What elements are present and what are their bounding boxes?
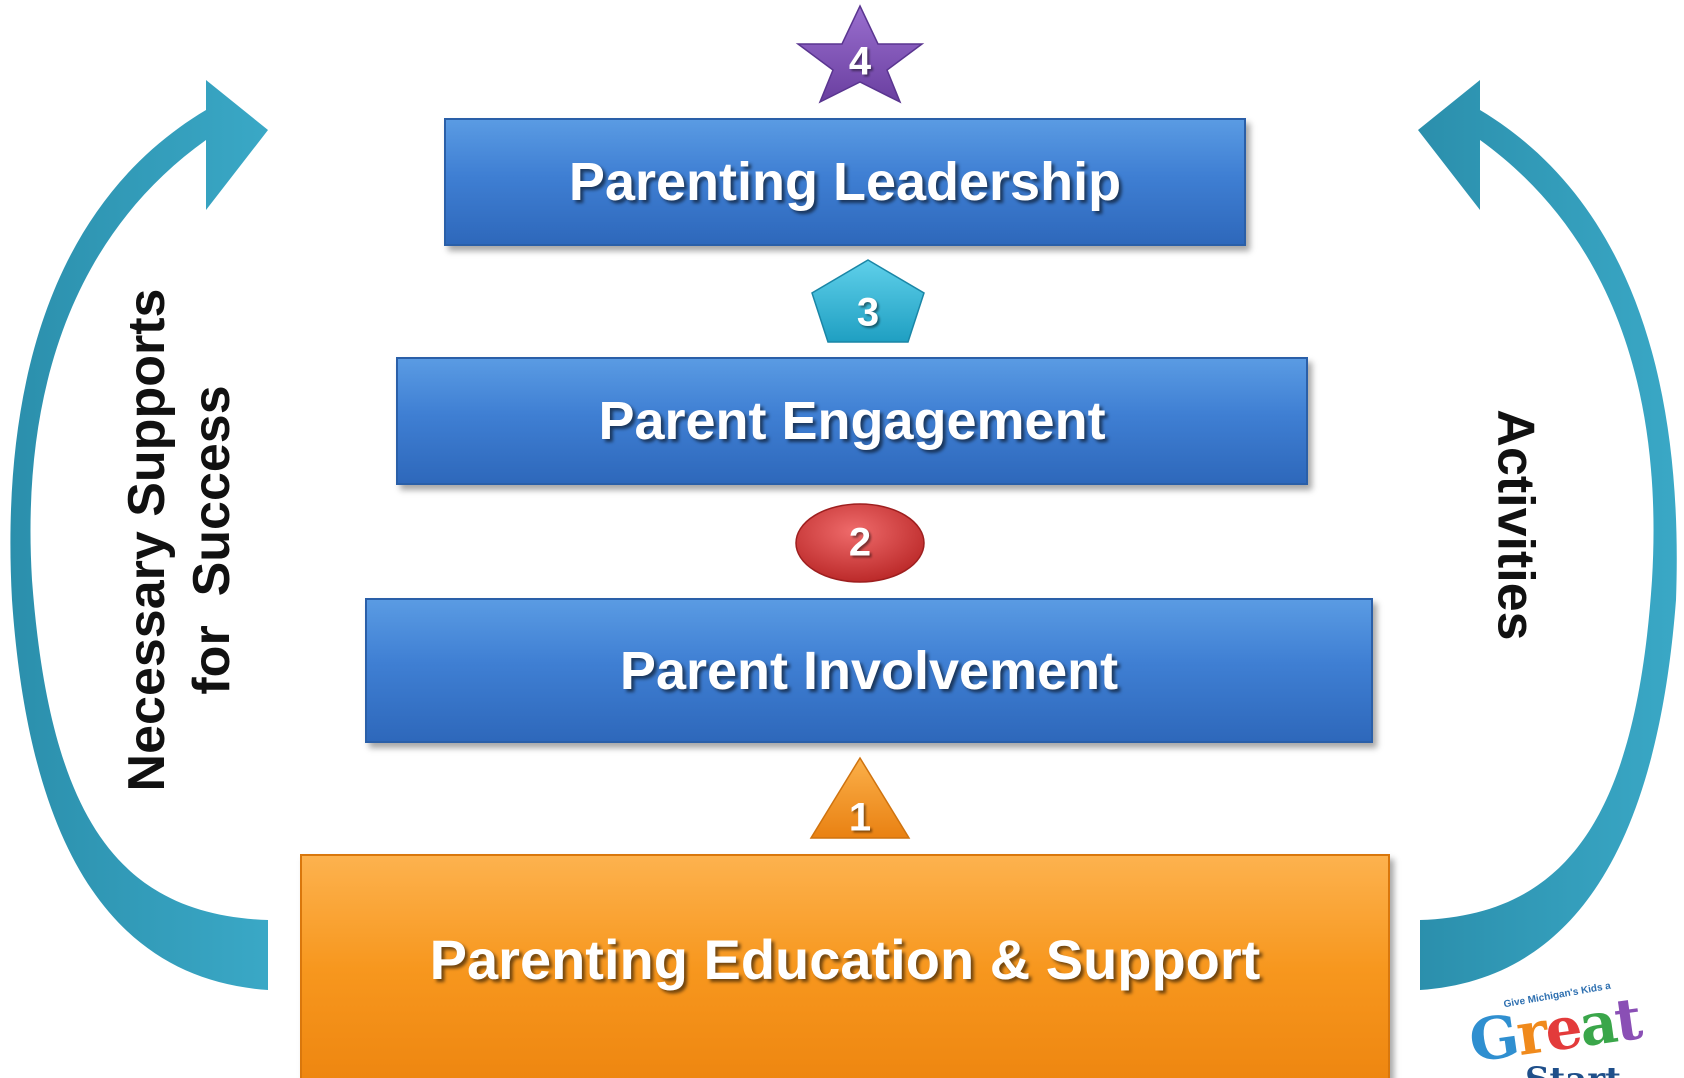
left-arrow-label: Necessary Supports for Success <box>115 289 245 792</box>
ellipse-icon <box>795 503 925 583</box>
level-4-number: 4 <box>848 39 872 84</box>
level-4-box: Parenting Leadership <box>444 118 1246 246</box>
level-2-label: Parent Involvement <box>619 640 1119 701</box>
level-2-box: Parent Involvement <box>365 598 1373 743</box>
star-icon <box>795 4 925 104</box>
level-3-number: 3 <box>856 290 880 335</box>
level-1-number: 1 <box>848 795 872 840</box>
level-3-label: Parent Engagement <box>598 391 1106 451</box>
left-arrow-label-line2: for Success <box>183 385 241 695</box>
level-3-box: Parent Engagement <box>396 357 1308 485</box>
right-arrow-label: Activities <box>1486 409 1545 641</box>
level-1-box: Parenting Education & Support <box>300 854 1390 1078</box>
level-1-label: Parenting Education & Support <box>429 927 1261 991</box>
left-arrow-label-line1: Necessary Supports <box>118 288 176 792</box>
pentagon-icon <box>811 259 925 343</box>
level-4-label: Parenting Leadership <box>568 152 1122 212</box>
logo-word-start: Start <box>1525 1060 1621 1078</box>
triangle-icon <box>809 756 911 839</box>
great-start-logo: Give Michigan's Kids a Great Start <box>1455 960 1684 1078</box>
level-2-number: 2 <box>848 520 872 565</box>
